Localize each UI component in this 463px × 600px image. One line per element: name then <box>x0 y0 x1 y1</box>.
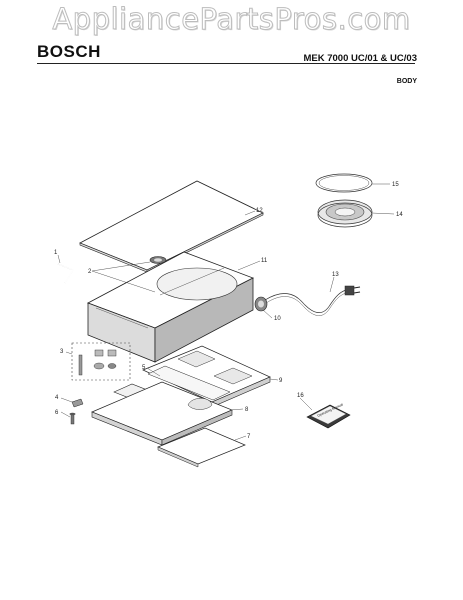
section-title: BODY <box>396 78 417 85</box>
callout-6: 6 <box>55 410 59 416</box>
part-3-hardware-kit[interactable] <box>71 342 131 381</box>
part-1-hex-key[interactable] <box>57 263 74 284</box>
part-14-heating-element[interactable] <box>317 199 373 228</box>
part-16-operating-manual[interactable]: Operating Manual <box>306 402 351 429</box>
brand-logo: BOSCH <box>37 42 101 61</box>
part-13-power-cord[interactable] <box>264 285 361 316</box>
part-9-mounting-frame[interactable] <box>142 345 271 408</box>
callout-15: 15 <box>392 182 399 188</box>
callout-labels: 15 14 12 11 13 10 1 2 3 4 5 6 7 8 9 16 <box>54 182 403 440</box>
leader-lines <box>57 183 395 441</box>
part-7-bottom-cover[interactable] <box>157 427 246 468</box>
callout-5: 5 <box>142 365 146 371</box>
callout-12: 12 <box>256 208 263 214</box>
callout-2: 2 <box>88 269 92 275</box>
part-8-base-plate[interactable] <box>91 381 233 446</box>
part-6-screw[interactable] <box>69 412 76 425</box>
callout-13: 13 <box>332 272 339 278</box>
header-divider <box>37 63 415 64</box>
part-10-strain-relief[interactable] <box>254 296 268 312</box>
callout-9: 9 <box>279 378 283 384</box>
callout-11: 11 <box>261 258 268 264</box>
callout-8: 8 <box>245 407 249 413</box>
watermark-text: AppliancePartsPros.com <box>52 2 411 37</box>
callout-1: 1 <box>54 250 58 256</box>
callout-3: 3 <box>60 349 64 355</box>
callout-16: 16 <box>297 393 304 399</box>
model-number: MEK 7000 UC/01 & UC/03 <box>303 53 417 64</box>
callout-14: 14 <box>396 212 403 218</box>
callout-7: 7 <box>247 434 251 440</box>
callout-10: 10 <box>274 316 281 322</box>
part-4-clip[interactable] <box>71 398 84 408</box>
part-15-gasket-ring[interactable] <box>315 173 373 193</box>
part-11-housing[interactable] <box>87 251 254 363</box>
callout-4: 4 <box>55 395 59 401</box>
